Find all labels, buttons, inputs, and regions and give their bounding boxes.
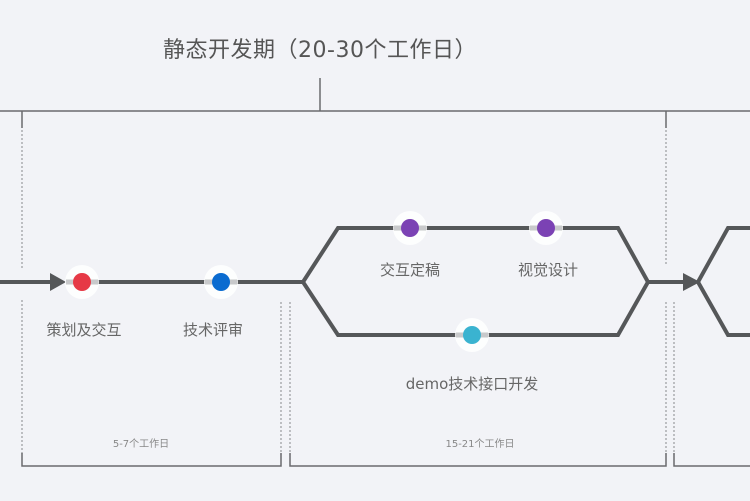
dotted-guides bbox=[21, 130, 675, 455]
milestone-dot-icon bbox=[212, 273, 230, 291]
milestone-label: 交互定稿 bbox=[379, 261, 441, 279]
duration-bracket-3 bbox=[673, 453, 750, 467]
milestone-node bbox=[393, 211, 427, 245]
flow-branch-next-lower bbox=[696, 281, 750, 337]
milestone-dot-icon bbox=[401, 219, 419, 237]
flow-branch-next-upper bbox=[696, 226, 750, 283]
milestone-label: 视觉设计 bbox=[517, 261, 579, 279]
duration-bracket-2 bbox=[289, 453, 667, 467]
milestone-dot-icon bbox=[463, 326, 481, 344]
phase-title: 静态开发期（20-30个工作日） bbox=[163, 38, 477, 63]
milestone-dot-icon bbox=[73, 273, 91, 291]
arrow-head-icon bbox=[683, 273, 700, 291]
milestone-label: 技术评审 bbox=[182, 321, 244, 339]
milestone-node bbox=[65, 265, 99, 299]
duration-bracket-1 bbox=[21, 453, 282, 467]
flow-branch-upper bbox=[301, 226, 650, 284]
milestone-node bbox=[455, 318, 489, 352]
milestone-label: 策划及交互 bbox=[46, 321, 122, 339]
milestone-node bbox=[529, 211, 563, 245]
milestone-node bbox=[204, 265, 238, 299]
arrow-head-icon bbox=[50, 273, 66, 291]
duration-label: 5-7个工作日 bbox=[112, 439, 170, 450]
duration-label: 15-21个工作日 bbox=[445, 439, 515, 450]
milestone-dot-icon bbox=[537, 219, 555, 237]
milestone-label: demo技术接口开发 bbox=[405, 375, 539, 393]
